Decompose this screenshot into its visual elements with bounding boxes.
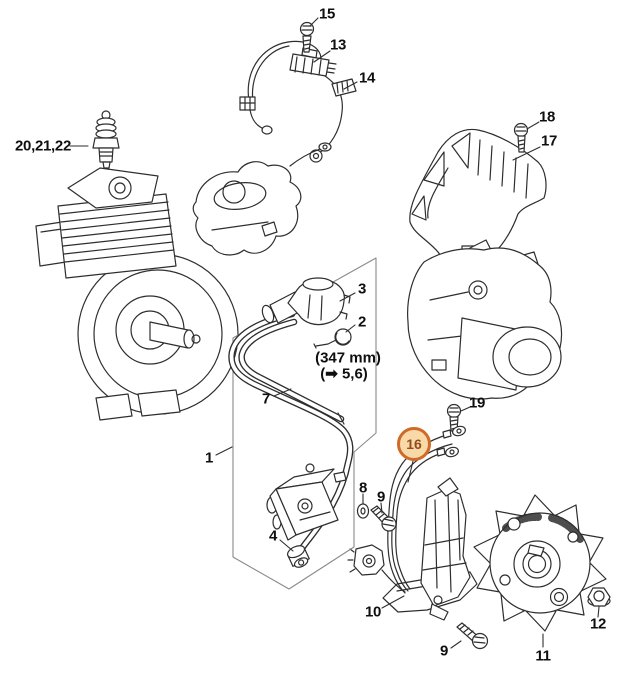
see-also-annotation: (➡ 5,6) xyxy=(320,365,368,383)
engine-assembly-art xyxy=(35,167,239,421)
washer-art xyxy=(356,503,370,519)
bolt-9-mid-art xyxy=(370,505,397,532)
ignition-lead-art xyxy=(239,40,357,163)
mounting-plate-art xyxy=(382,477,478,621)
callout-16-highlighted[interactable]: 16 xyxy=(397,427,431,461)
callout-10[interactable]: 10 xyxy=(364,603,382,621)
callout-1[interactable]: 1 xyxy=(204,449,214,467)
callout-17[interactable]: 17 xyxy=(540,132,558,150)
spark-plug-art xyxy=(92,110,120,169)
spring-art xyxy=(313,328,352,349)
ignition-module-art xyxy=(266,463,347,541)
fan-bracket-art xyxy=(192,142,332,256)
callout-18[interactable]: 18 xyxy=(538,108,556,126)
callout-9-lower[interactable]: 9 xyxy=(439,642,449,660)
grommet-art xyxy=(287,545,310,568)
callout-13[interactable]: 13 xyxy=(329,36,347,54)
screw-15-art xyxy=(299,21,315,53)
callout-12[interactable]: 12 xyxy=(589,615,607,633)
callout-8[interactable]: 8 xyxy=(358,479,368,497)
callout-7[interactable]: 7 xyxy=(261,390,271,408)
callout-14[interactable]: 14 xyxy=(358,69,376,87)
assembly-box-outline xyxy=(232,257,377,590)
bolt-9-bottom-art xyxy=(456,622,489,650)
callout-2[interactable]: 2 xyxy=(357,313,367,331)
callout-9-upper[interactable]: 9 xyxy=(376,488,386,506)
plug-cap-art xyxy=(261,277,351,326)
screw-18-art xyxy=(513,122,529,153)
callout-4[interactable]: 4 xyxy=(268,527,278,545)
nut-12-art xyxy=(587,587,611,607)
flywheel-art xyxy=(473,494,607,632)
hose-length-annotation: (347 mm) xyxy=(315,349,381,367)
callout-19[interactable]: 19 xyxy=(468,394,486,412)
callout-11[interactable]: 11 xyxy=(535,647,551,665)
callout-15[interactable]: 15 xyxy=(318,5,336,23)
callout-20-21-22[interactable]: 20,21,22 xyxy=(15,137,71,155)
leader-lines xyxy=(69,17,600,649)
crankcase-art xyxy=(407,239,563,400)
callout-3[interactable]: 3 xyxy=(357,280,367,298)
hose-art xyxy=(228,310,354,565)
